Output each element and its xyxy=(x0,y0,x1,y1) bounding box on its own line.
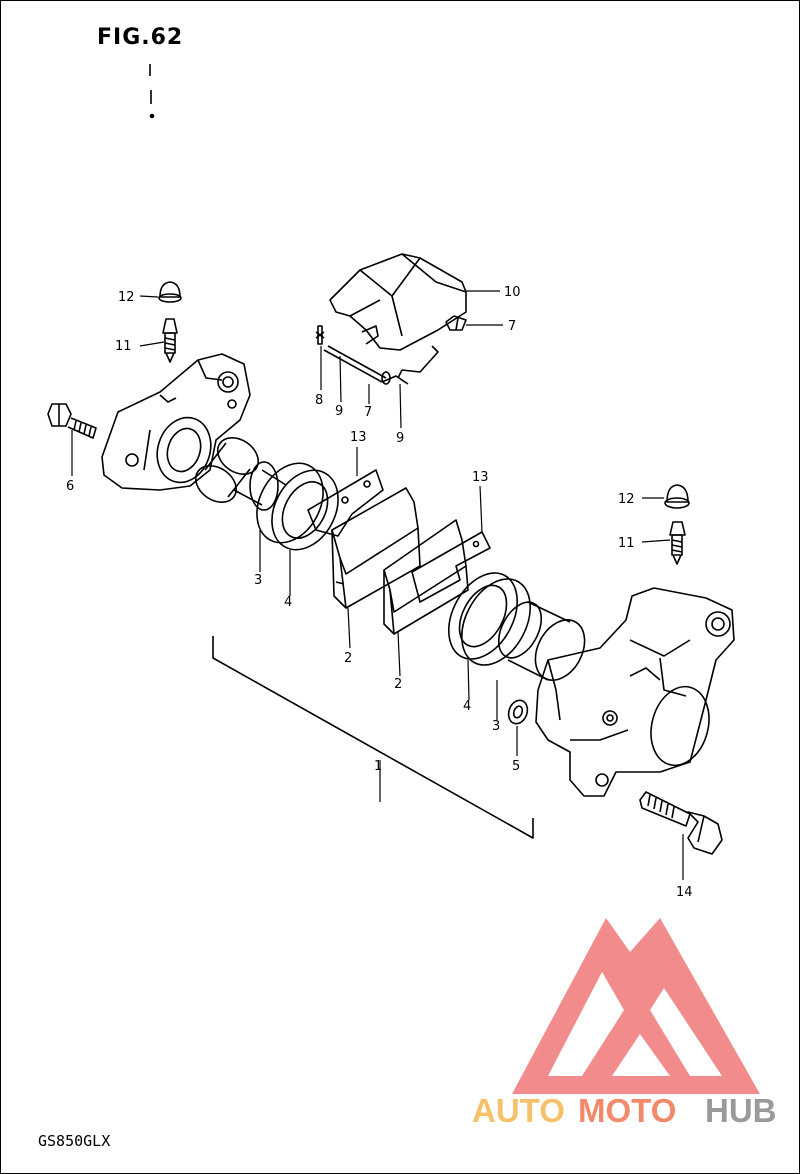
washer xyxy=(507,699,529,725)
watermark-hub: HUB xyxy=(705,1092,777,1129)
assembly-bracket xyxy=(212,636,534,839)
leader-lines xyxy=(71,290,684,880)
caliper-half-right xyxy=(535,587,735,797)
piston-seal-right xyxy=(448,572,531,666)
callout-labels: 1 2 2 3 3 4 4 5 6 7 7 8 9 9 10 11 11 12 … xyxy=(66,285,693,900)
callout-11a: 11 xyxy=(115,339,132,354)
mounting-bolt-left xyxy=(47,403,97,439)
title-marker xyxy=(149,64,155,119)
piston-seal-left xyxy=(256,462,339,551)
callout-12a: 12 xyxy=(118,290,135,305)
callout-5: 5 xyxy=(512,759,520,774)
callout-9b: 9 xyxy=(396,431,404,446)
brake-pad-right xyxy=(383,519,469,635)
callout-2a: 2 xyxy=(344,651,352,666)
cover-bolt-upper xyxy=(445,315,467,331)
callout-4a: 4 xyxy=(284,595,292,610)
callout-8: 8 xyxy=(315,393,323,408)
callout-3a: 3 xyxy=(254,573,262,588)
pad-retaining-spring xyxy=(381,345,439,385)
piston-right xyxy=(497,601,586,681)
pad-pin xyxy=(323,345,391,385)
watermark-moto: MOTO xyxy=(578,1092,676,1129)
callout-2b: 2 xyxy=(394,677,402,692)
pad-cover xyxy=(329,253,467,351)
watermark-auto: AUTO xyxy=(472,1092,565,1129)
callout-7a: 7 xyxy=(364,405,372,420)
callout-11b: 11 xyxy=(618,536,635,551)
bleeder-valve-right xyxy=(669,521,686,565)
cotter-pin xyxy=(315,325,325,345)
brake-pad-left xyxy=(331,487,421,609)
cap-nut-right xyxy=(664,484,690,509)
watermark-logo: AUTO MOTO HUB xyxy=(472,918,777,1129)
callout-3b: 3 xyxy=(492,719,500,734)
watermark-triangle-icon xyxy=(512,918,760,1094)
callout-12b: 12 xyxy=(618,492,635,507)
mounting-bolt-right xyxy=(639,791,723,855)
callout-6: 6 xyxy=(66,479,74,494)
callout-7b: 7 xyxy=(508,319,516,334)
model-code: GS850GLX xyxy=(38,1132,111,1150)
callout-10: 10 xyxy=(504,285,521,300)
cap-nut-left xyxy=(158,281,182,303)
callout-1: 1 xyxy=(374,759,382,774)
callout-9a: 9 xyxy=(335,404,343,419)
figure-title: FIG.62 xyxy=(97,25,184,50)
caliper-half-left xyxy=(101,353,251,491)
callout-14: 14 xyxy=(676,885,693,900)
callout-13b: 13 xyxy=(472,470,489,485)
anti-rattle-clip xyxy=(361,325,379,345)
callout-13a: 13 xyxy=(350,430,367,445)
callout-4b: 4 xyxy=(463,699,471,714)
bleeder-valve-left xyxy=(162,318,178,363)
piston-left xyxy=(194,437,287,511)
pad-spring-left xyxy=(307,469,384,537)
